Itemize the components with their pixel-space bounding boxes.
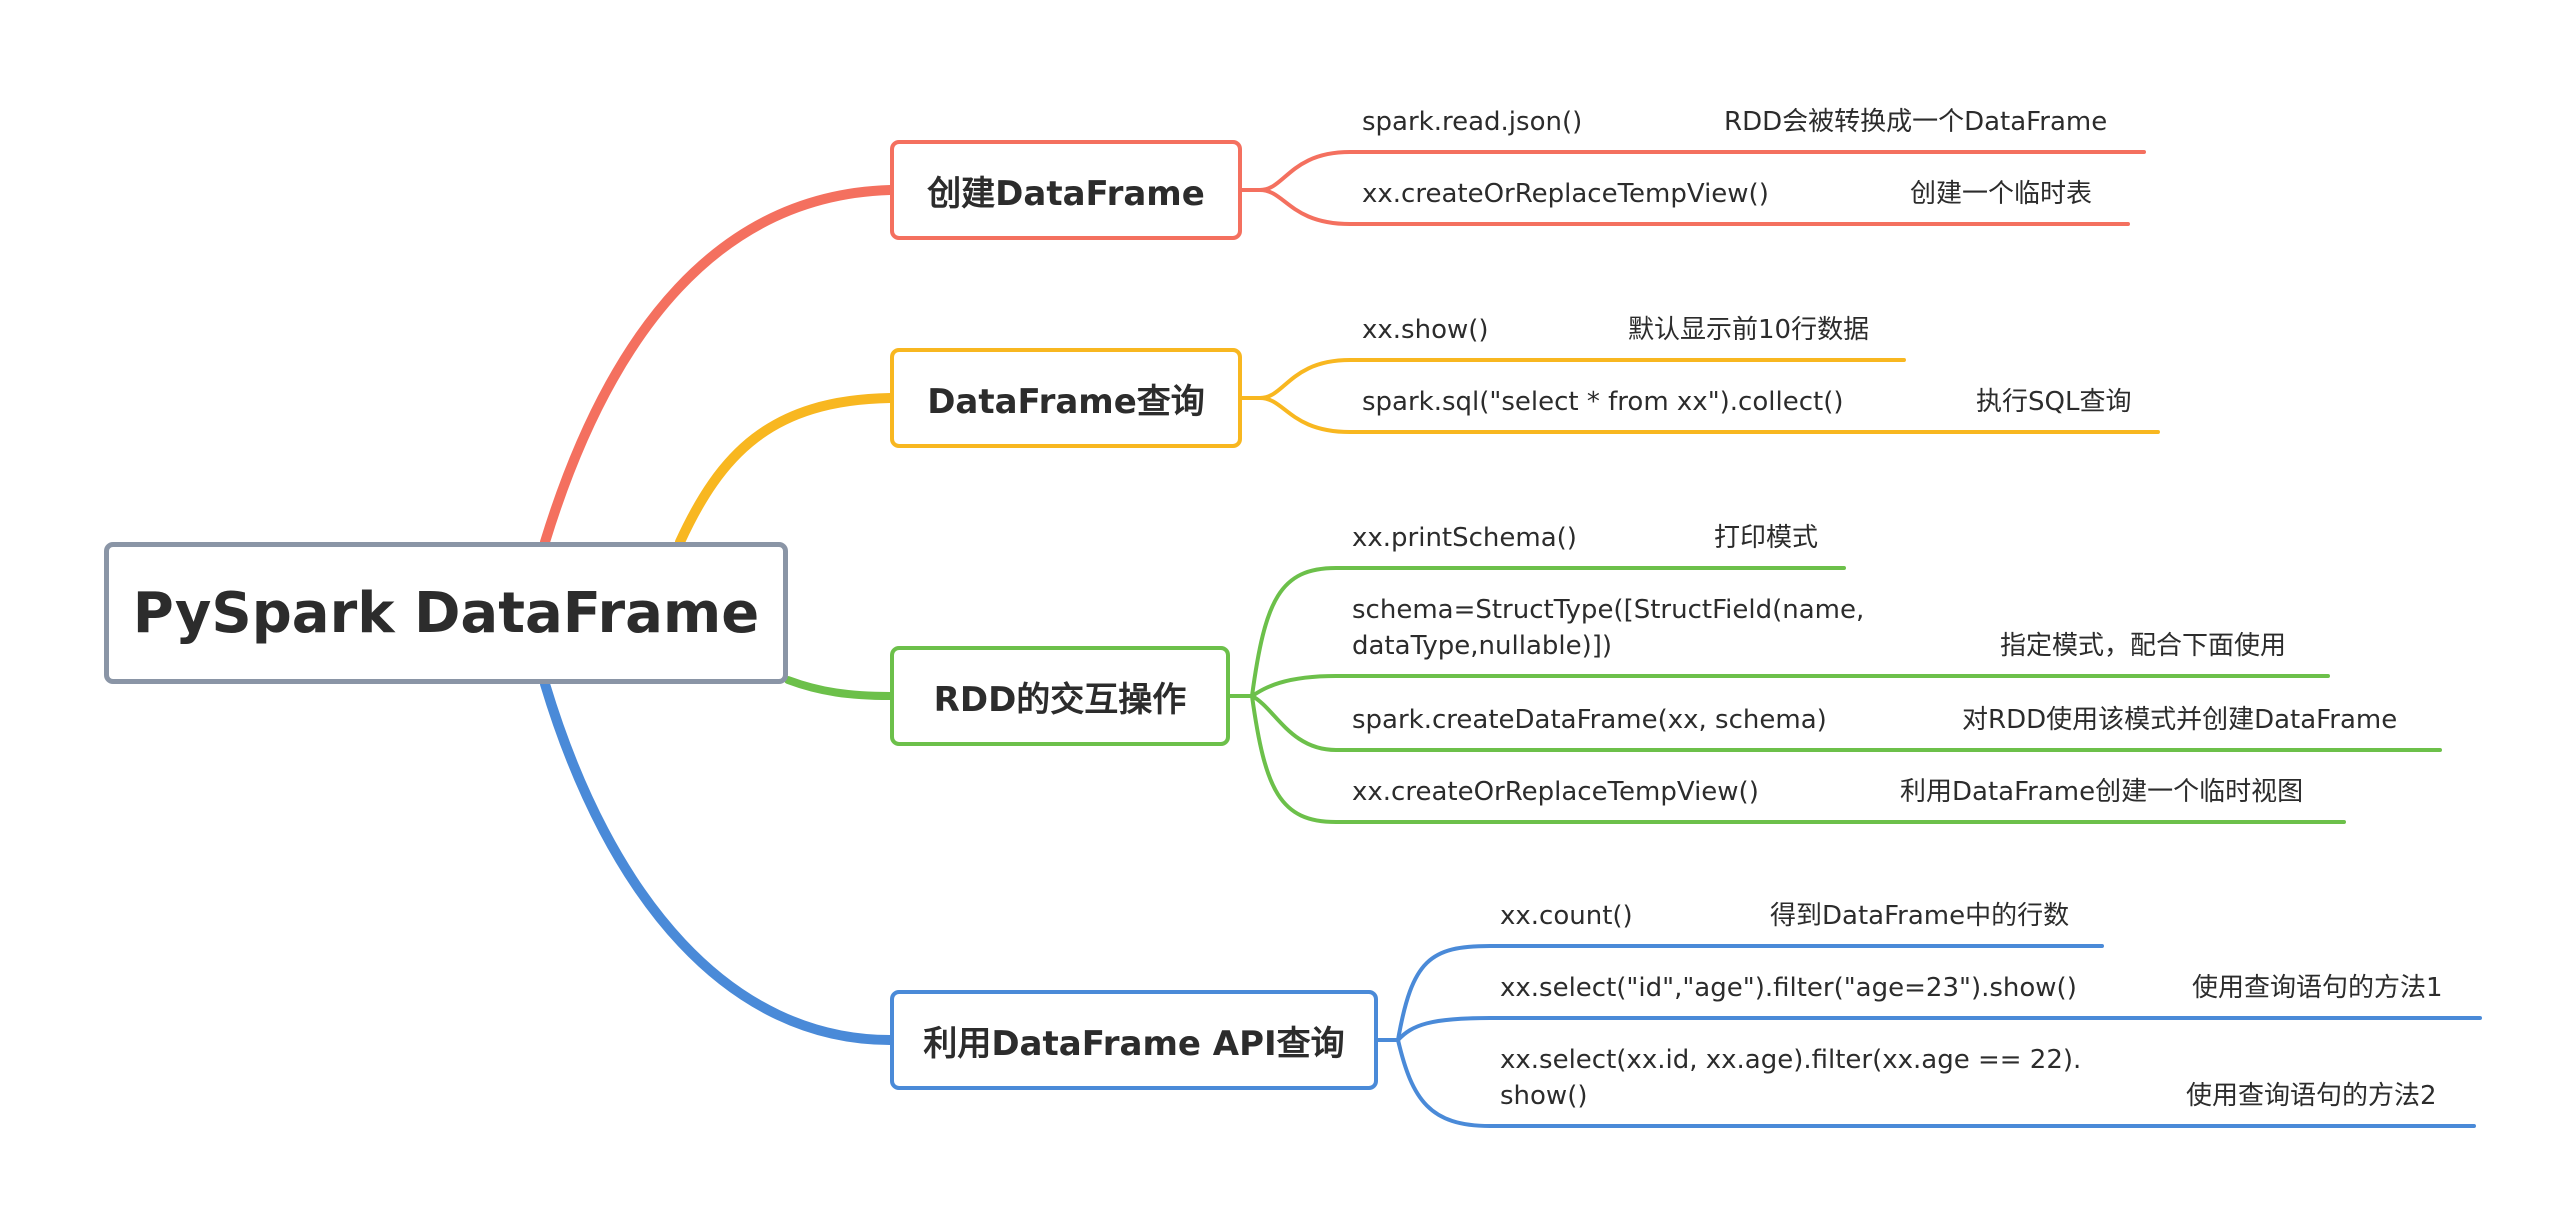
branch-label: 利用DataFrame API查询	[923, 1023, 1345, 1064]
branch-rdd-interop[interactable]: RDD的交互操作	[890, 646, 1230, 746]
leaf-code[interactable]: spark.read.json()	[1362, 107, 1583, 137]
leaf-code[interactable]: spark.createDataFrame(xx, schema)	[1352, 705, 1827, 735]
connector-branch-leaf	[1258, 396, 2160, 434]
leaf-note: 指定模式，配合下面使用	[2000, 631, 2287, 661]
branch-dataframe-query[interactable]: DataFrame查询	[890, 348, 1242, 448]
connector-branch-leaf	[1250, 694, 2346, 824]
leaf-code[interactable]: xx.count()	[1500, 901, 1633, 931]
leaf-code[interactable]: xx.show()	[1362, 315, 1489, 345]
connector-branch-leaf	[1258, 188, 2130, 226]
leaf-note: 创建一个临时表	[1910, 179, 2093, 209]
leaf-code-line[interactable]: xx.select(xx.id, xx.age).filter(xx.age =…	[1500, 1045, 2082, 1075]
leaf-note: 利用DataFrame创建一个临时视图	[1900, 777, 2304, 807]
leaf-code[interactable]: xx.createOrReplaceTempView()	[1352, 777, 1759, 807]
branch-label: 创建DataFrame	[927, 173, 1205, 214]
connector-root-branch	[540, 185, 895, 547]
connector-root-branch	[540, 679, 895, 1045]
leaf-note: 打印模式	[1714, 523, 1819, 553]
leaf-code-line[interactable]: show()	[1500, 1081, 1588, 1111]
connector-branch-leaf	[1396, 1038, 2476, 1128]
leaf-note: 使用查询语句的方法1	[2192, 973, 2443, 1003]
root-node[interactable]: PySpark DataFrame	[104, 542, 788, 684]
branch-label: RDD的交互操作	[933, 679, 1187, 720]
connector-branch-leaf	[1250, 674, 2330, 698]
branch-dataframe-api-query[interactable]: 利用DataFrame API查询	[890, 990, 1378, 1090]
leaf-note: 执行SQL查询	[1976, 387, 2132, 417]
connector-root-branch	[784, 676, 894, 700]
connector-branch-leaf	[1376, 944, 2104, 1042]
connector-root-branch	[675, 393, 895, 547]
root-label: PySpark DataFrame	[132, 580, 760, 646]
leaf-note: 对RDD使用该模式并创建DataFrame	[1962, 705, 2398, 735]
leaf-note: 得到DataFrame中的行数	[1770, 901, 2070, 931]
leaf-code[interactable]: xx.printSchema()	[1352, 523, 1577, 553]
branch-create-dataframe[interactable]: 创建DataFrame	[890, 140, 1242, 240]
leaf-code[interactable]: xx.createOrReplaceTempView()	[1362, 179, 1769, 209]
connector-branch-leaf	[1396, 1016, 2482, 1042]
leaf-note: 使用查询语句的方法2	[2186, 1081, 2437, 1111]
leaf-code[interactable]: xx.select("id","age").filter("age=23").s…	[1500, 973, 2077, 1003]
branch-label: DataFrame查询	[927, 381, 1205, 422]
connector-branch-leaf	[1228, 566, 1846, 698]
leaf-code[interactable]: spark.sql("select * from xx").collect()	[1362, 387, 1844, 417]
leaf-code-line[interactable]: dataType,nullable)])	[1352, 631, 1613, 661]
leaf-note: RDD会被转换成一个DataFrame	[1724, 107, 2108, 137]
leaf-code-line[interactable]: schema=StructType([StructField(name,	[1352, 595, 1865, 625]
connector-branch-leaf	[1250, 694, 2442, 752]
leaf-note: 默认显示前10行数据	[1628, 315, 1870, 345]
